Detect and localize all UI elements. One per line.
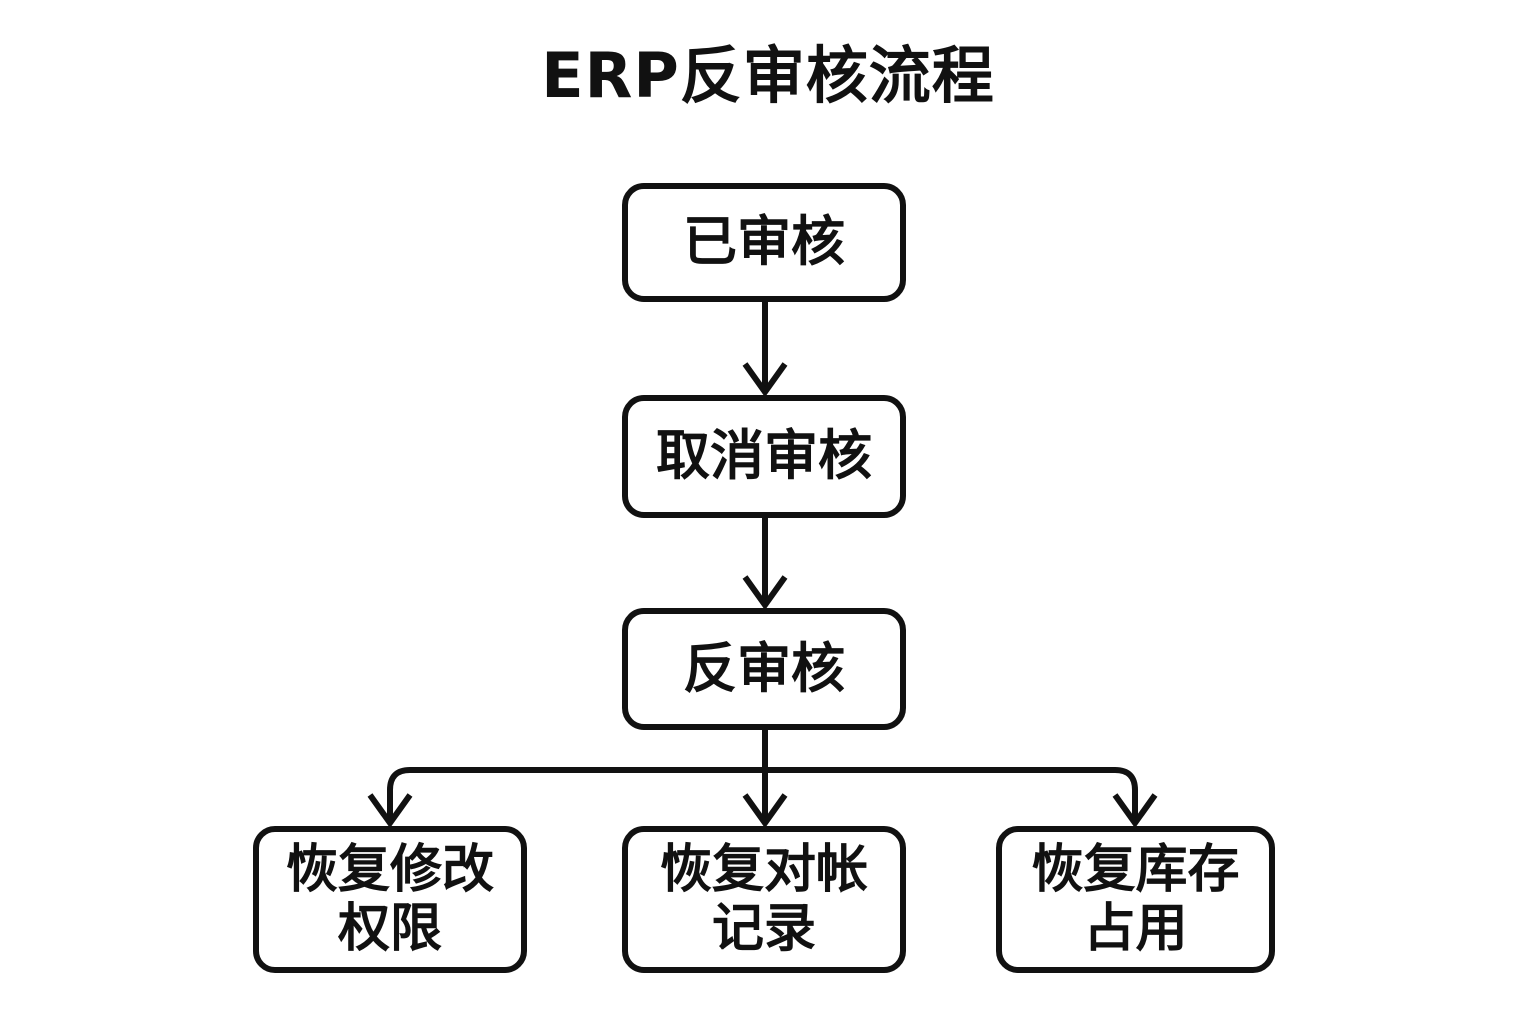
node-approved-label: 已审核 [683, 210, 845, 274]
edge-reverse-to-restore-permission-arrowhead [367, 793, 413, 829]
node-restore-inventory-allocation-label: 恢复库存 占用 [1031, 840, 1240, 959]
node-approved[interactable]: 已审核 [622, 183, 906, 302]
node-restore-reconciliation-record[interactable]: 恢复对帐 记录 [622, 826, 906, 973]
page-title: ERP反审核流程 [541, 39, 995, 112]
node-restore-reconciliation-record-label: 恢复对帐 记录 [659, 840, 868, 959]
node-restore-edit-permission[interactable]: 恢复修改 权限 [253, 826, 527, 973]
edge-reverse-to-restore-stock-arrowhead [1112, 793, 1158, 829]
edge-approved-to-cancel [742, 302, 788, 398]
node-reverse-approval-label: 反审核 [683, 636, 845, 700]
node-restore-inventory-allocation[interactable]: 恢复库存 占用 [996, 826, 1275, 973]
node-restore-edit-permission-label: 恢复修改 权限 [285, 840, 494, 959]
node-cancel-approval-label: 取消审核 [656, 424, 872, 488]
edge-reverse-to-bus [742, 730, 788, 829]
branch-bus [387, 767, 1138, 823]
node-cancel-approval[interactable]: 取消审核 [622, 395, 906, 518]
node-reverse-approval[interactable]: 反审核 [622, 608, 906, 730]
edge-cancel-to-reverse [742, 518, 788, 611]
